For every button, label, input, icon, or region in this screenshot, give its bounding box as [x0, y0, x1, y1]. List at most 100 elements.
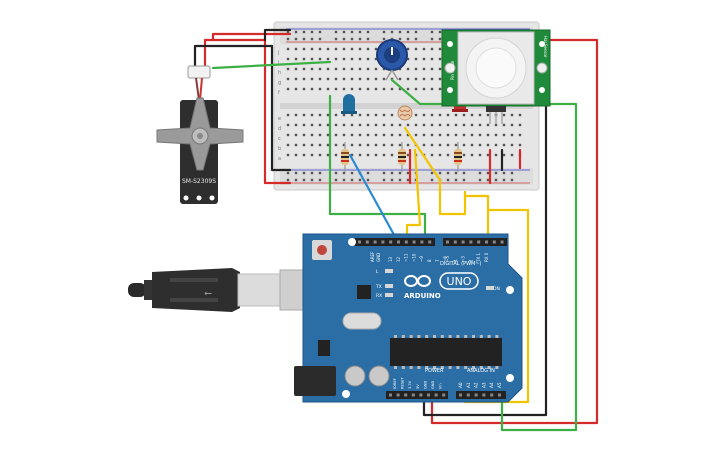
bb-hole	[430, 47, 434, 51]
bb-rail-hole	[454, 171, 458, 175]
pir-sensor[interactable]: Pin Sense Hal Sensor	[441, 29, 551, 124]
bb-rail-hole	[430, 37, 434, 41]
bb-hole	[462, 153, 466, 157]
bb-hole	[470, 153, 474, 157]
bb-hole	[470, 123, 474, 127]
header-pin[interactable]	[474, 393, 478, 397]
header-pin[interactable]	[442, 393, 446, 397]
header-pin[interactable]	[404, 393, 408, 397]
header-pin[interactable]	[389, 240, 393, 244]
bb-hole	[518, 123, 522, 127]
wire-servo-ground	[193, 44, 292, 172]
resistor-2[interactable]	[398, 142, 406, 172]
bb-rail-hole	[310, 30, 314, 34]
digital-pin-label: 4	[453, 259, 458, 262]
digital-pin-label: 8	[427, 259, 432, 262]
bb-hole	[406, 87, 410, 91]
bb-hole	[366, 87, 370, 91]
header-pin[interactable]	[427, 393, 430, 397]
header-pin[interactable]	[404, 240, 408, 244]
header-pin[interactable]	[358, 240, 361, 244]
arduino-logo: UNO ARDUINO	[404, 272, 479, 300]
bb-rail-hole	[406, 171, 410, 175]
bb-hole	[454, 113, 458, 117]
bb-hole	[414, 113, 418, 117]
bb-hole	[294, 143, 298, 147]
wire-yellow-analog	[463, 190, 490, 244]
bb-hole	[358, 123, 362, 127]
bb-hole	[302, 143, 306, 147]
bb-rail-hole	[502, 178, 506, 182]
bb-hole	[366, 123, 370, 127]
bb-rail-hole	[310, 37, 314, 41]
header-pin[interactable]	[420, 240, 424, 244]
chip-pin	[464, 335, 468, 338]
analog-pin-label: A4	[489, 382, 494, 388]
resistor-3[interactable]	[454, 142, 462, 172]
header-pin[interactable]	[453, 240, 457, 244]
header-pin[interactable]	[397, 240, 400, 244]
header-pin[interactable]	[459, 393, 462, 397]
bb-rail-hole	[414, 37, 418, 41]
bb-hole	[390, 133, 394, 137]
chip-pin	[464, 366, 468, 369]
bb-rail-hole	[342, 171, 346, 175]
digital-pin-label: 7	[435, 259, 440, 262]
header-pin[interactable]	[492, 240, 496, 244]
header-pin[interactable]	[490, 393, 494, 397]
header-pin[interactable]	[500, 240, 504, 244]
header-pin[interactable]	[419, 393, 423, 397]
header-pin[interactable]	[461, 240, 465, 244]
row-label: j	[277, 50, 279, 56]
bb-hole	[454, 143, 458, 147]
bb-hole	[342, 77, 346, 81]
led-blue[interactable]	[341, 94, 357, 114]
usb-cable[interactable]: ⭠	[128, 268, 311, 312]
bb-hole	[286, 153, 290, 157]
header-pin[interactable]	[477, 240, 481, 244]
header-pin[interactable]	[469, 240, 473, 244]
header-pin[interactable]	[411, 393, 415, 397]
bb-hole	[358, 113, 362, 117]
bb-hole	[302, 123, 306, 127]
header-pin[interactable]	[485, 240, 488, 244]
wire-green-to-pin	[328, 94, 427, 244]
header-pin[interactable]	[482, 393, 486, 397]
header-pin[interactable]	[434, 393, 438, 397]
header-pin[interactable]	[365, 240, 369, 244]
bb-rail-hole	[366, 37, 370, 41]
bb-hole	[518, 143, 522, 147]
header-pin[interactable]	[389, 393, 392, 397]
bb-hole	[318, 57, 322, 61]
bb-hole	[294, 87, 298, 91]
digital-pin-label: ~10	[411, 253, 416, 262]
bb-hole	[446, 153, 450, 157]
header-pin[interactable]	[446, 240, 449, 244]
bb-rail-hole	[406, 30, 410, 34]
digital-pin-label: ~11	[404, 253, 409, 262]
header-pin[interactable]	[381, 240, 385, 244]
bb-rail-hole	[310, 178, 314, 182]
bb-hole	[294, 123, 298, 127]
bb-rail-hole	[382, 30, 386, 34]
photoresistor[interactable]	[397, 105, 413, 121]
potentiometer[interactable]	[376, 39, 408, 81]
servo-motor[interactable]: SM-S2309S	[156, 65, 244, 204]
bb-hole	[406, 77, 410, 81]
header-pin[interactable]	[498, 393, 501, 397]
bb-rail-hole	[350, 171, 354, 175]
header-pin[interactable]	[373, 240, 377, 244]
bb-hole	[414, 57, 418, 61]
bb-rail-hole	[310, 171, 314, 175]
bb-hole	[406, 153, 410, 157]
header-pin[interactable]	[396, 393, 400, 397]
header-pin[interactable]	[466, 393, 470, 397]
resistor-1[interactable]	[341, 142, 349, 172]
bb-hole	[422, 133, 426, 137]
bb-rail-hole	[430, 171, 434, 175]
aref-label: AREF	[370, 251, 375, 262]
bb-rail-hole	[366, 30, 370, 34]
header-pin[interactable]	[428, 240, 432, 244]
header-pin[interactable]	[412, 240, 416, 244]
power-jack[interactable]	[294, 366, 336, 396]
